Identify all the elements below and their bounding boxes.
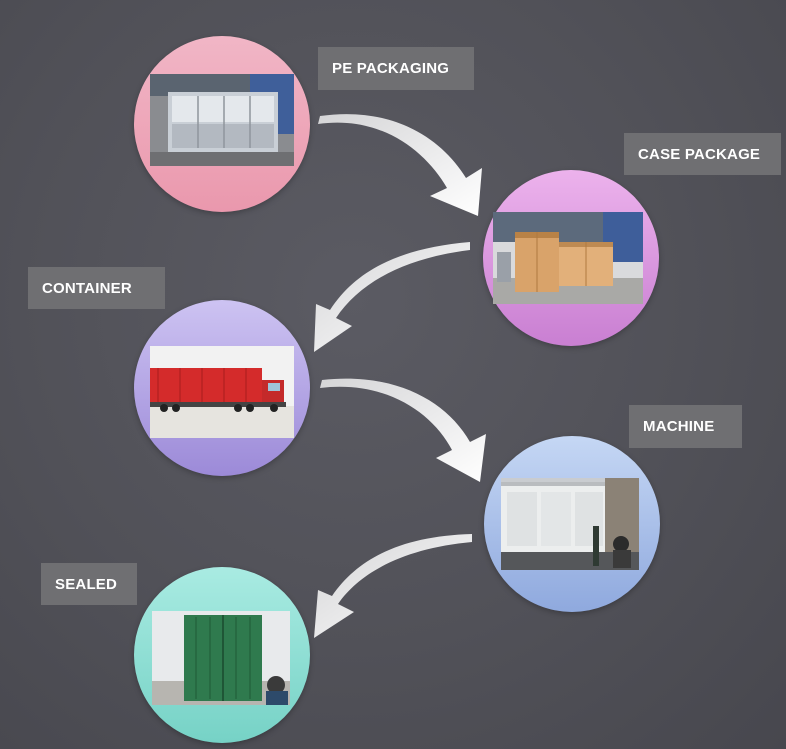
label-sealed: SEALED [41, 563, 137, 605]
step-machine-circle [484, 436, 660, 612]
label-pe-packaging: PE PACKAGING [318, 47, 474, 90]
arrow-container-to-machine [320, 378, 486, 482]
sealed-container-photo [152, 611, 290, 705]
step-sealed-circle [134, 567, 310, 743]
case-package-photo [493, 212, 643, 304]
label-container: CONTAINER [28, 267, 165, 309]
step-case-package-circle [483, 170, 659, 346]
machine-loading-photo [501, 478, 639, 570]
step-pe-packaging-circle [134, 36, 310, 212]
step-container-circle [134, 300, 310, 476]
container-truck-photo [150, 346, 294, 438]
arrow-machine-to-sealed [314, 534, 472, 638]
arrow-case-to-container [314, 242, 470, 352]
label-case-package: CASE PACKAGE [624, 133, 781, 175]
arrow-pe-to-case [318, 114, 482, 216]
label-machine: MACHINE [629, 405, 742, 448]
pe-packaging-photo [150, 74, 294, 166]
